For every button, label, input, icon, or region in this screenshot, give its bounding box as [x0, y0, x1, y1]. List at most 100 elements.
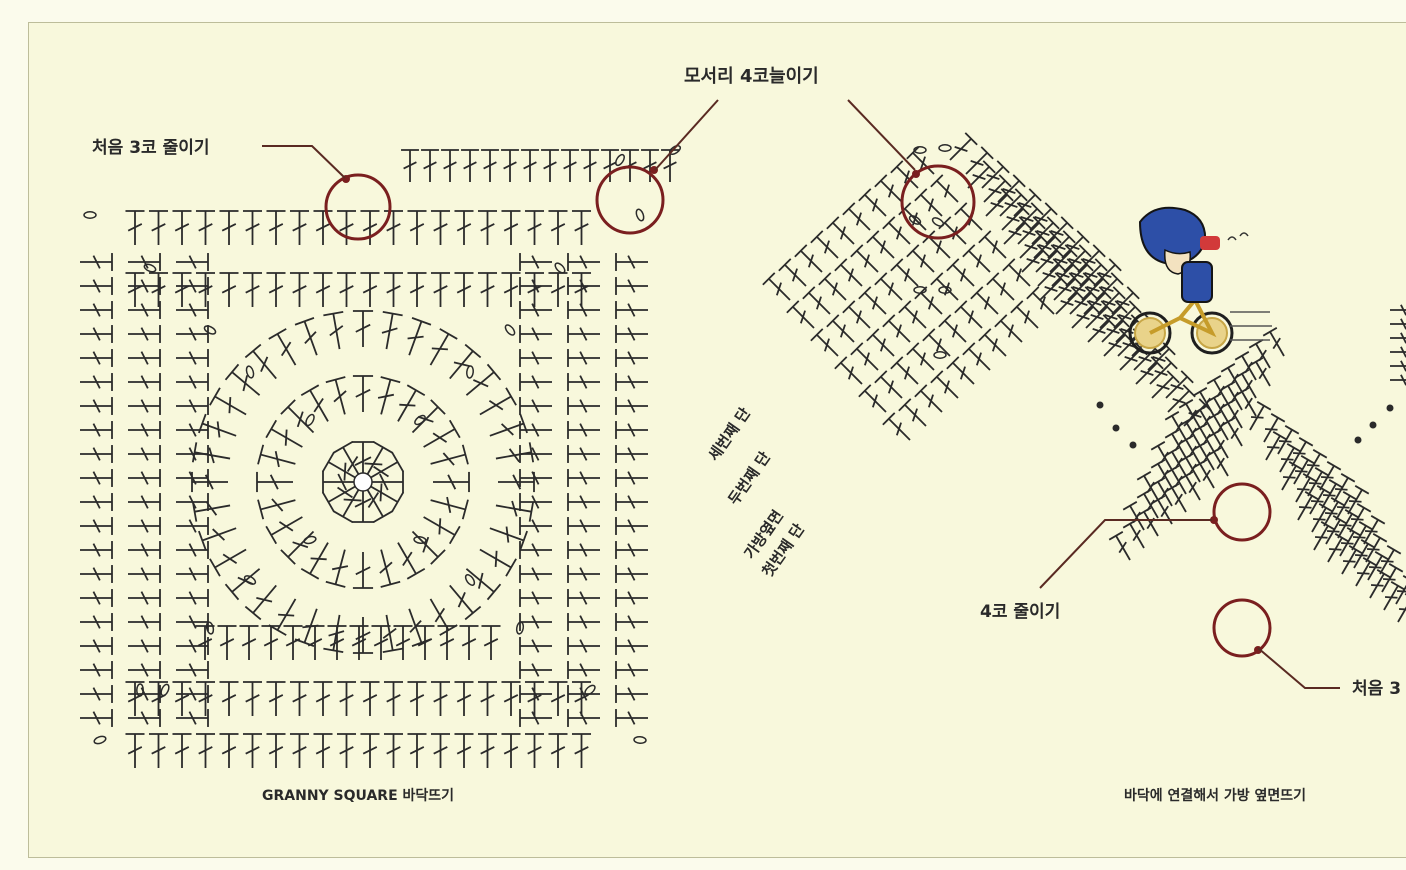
- dc-stitch: [519, 493, 552, 511]
- dc-stitch: [858, 188, 887, 217]
- dc-stitch: [176, 253, 209, 271]
- dc-stitch: [1309, 485, 1332, 515]
- dc-stitch: [128, 253, 161, 271]
- dc-stitch: [266, 681, 286, 716]
- dc-stitch: [465, 568, 502, 601]
- ellipsis-dot: [1354, 436, 1362, 444]
- dc-stitch: [219, 210, 239, 245]
- dc-stitch: [1390, 346, 1406, 358]
- dc-stitch: [242, 733, 263, 768]
- dc-stitch: [407, 210, 427, 245]
- dc-stitch: [930, 174, 959, 203]
- dc-stitch: [842, 300, 871, 329]
- chain-stitch: [633, 736, 647, 744]
- dc-stitch: [242, 272, 263, 307]
- dc-stitch: [336, 733, 357, 768]
- dc-stitch: [519, 613, 552, 631]
- dc-stitch: [1026, 286, 1055, 315]
- dc-stitch: [501, 210, 521, 245]
- dc-stitch: [176, 349, 209, 367]
- dc-stitch: [128, 517, 161, 535]
- label-first-partial: 처음 3: [1352, 679, 1401, 699]
- dc-stitch: [1081, 272, 1110, 301]
- dc-stitch: [1113, 300, 1142, 329]
- dc-stitch: [1149, 356, 1178, 385]
- dc-stitch: [519, 469, 552, 487]
- marker-decrease-4-dot: [1210, 516, 1218, 524]
- dc-stitch: [1087, 314, 1116, 343]
- dc-stitch: [615, 325, 648, 343]
- dc-stitch: [1021, 244, 1050, 273]
- dc-stitch: [567, 445, 600, 463]
- dc-stitch: [794, 244, 823, 273]
- dc-stitch: [80, 589, 113, 607]
- dc-stitch: [1122, 519, 1145, 549]
- dc-stitch: [1365, 533, 1388, 563]
- dc-stitch: [280, 530, 315, 565]
- dc-stitch: [1349, 503, 1372, 533]
- dc-stitch: [1321, 479, 1344, 509]
- dc-stitch: [567, 373, 600, 391]
- dc-stitch: [128, 301, 161, 319]
- dc-stitch: [289, 681, 310, 716]
- dc-stitch: [524, 272, 545, 307]
- cyclist-illustration: [1128, 206, 1272, 355]
- dc-stitch: [80, 277, 113, 295]
- chain-stitch: [303, 535, 317, 545]
- dc-stitch: [383, 733, 404, 768]
- dc-stitch: [1108, 531, 1131, 561]
- dc-stitch: [401, 149, 419, 182]
- chain-stitch: [938, 286, 952, 294]
- dc-stitch: [581, 149, 599, 182]
- marker-first-right-dot: [1254, 646, 1262, 654]
- dc-stitch: [323, 310, 344, 350]
- dc-stitch: [1083, 286, 1112, 315]
- dc-stitch: [519, 685, 552, 703]
- dc-stitch: [257, 444, 296, 468]
- dc-stitch: [128, 637, 161, 655]
- dc-stitch: [176, 637, 209, 655]
- dc-stitch: [1065, 258, 1094, 287]
- dc-stitch: [524, 733, 545, 768]
- dc-stitch: [615, 421, 648, 439]
- dc-stitch: [407, 272, 427, 307]
- dc-stitch: [377, 376, 401, 415]
- dc-stitch: [519, 325, 552, 343]
- dc-stitch: [567, 685, 600, 703]
- dc-stitch: [265, 516, 303, 545]
- dc-stitch: [965, 146, 994, 175]
- dc-stitch: [567, 613, 600, 631]
- dc-stitch: [1135, 356, 1164, 385]
- dc-stitch: [866, 230, 895, 259]
- dc-stitch: [219, 272, 239, 307]
- dc-stitch: [615, 277, 648, 295]
- dc-stitch: [382, 614, 403, 654]
- dc-stitch: [371, 625, 391, 660]
- dc-stitch: [615, 349, 648, 367]
- dc-stitch: [567, 301, 600, 319]
- dc-stitch: [349, 625, 369, 660]
- dc-stitch: [906, 342, 935, 371]
- dc-stitch: [191, 442, 231, 464]
- dc-stitch: [176, 709, 209, 727]
- dc-stitch: [128, 469, 161, 487]
- chain-stitch: [83, 211, 97, 219]
- dc-stitch: [393, 625, 413, 660]
- dc-stitch: [1085, 300, 1114, 329]
- ellipsis-dot: [1129, 441, 1137, 449]
- dc-stitch: [1019, 230, 1048, 259]
- dc-stitch: [1013, 188, 1042, 217]
- dc-stitch: [874, 174, 903, 203]
- dc-stitch: [615, 493, 648, 511]
- dc-stitch: [890, 160, 919, 189]
- dc-stitch: [176, 541, 209, 559]
- dc-stitch: [882, 216, 911, 245]
- dc-stitch: [454, 733, 474, 768]
- dc-stitch: [615, 589, 648, 607]
- dc-stitch: [379, 549, 401, 588]
- dc-stitch: [762, 272, 791, 301]
- dc-stitch: [519, 637, 552, 655]
- dc-stitch: [1347, 485, 1370, 515]
- chain-stitch: [615, 153, 625, 167]
